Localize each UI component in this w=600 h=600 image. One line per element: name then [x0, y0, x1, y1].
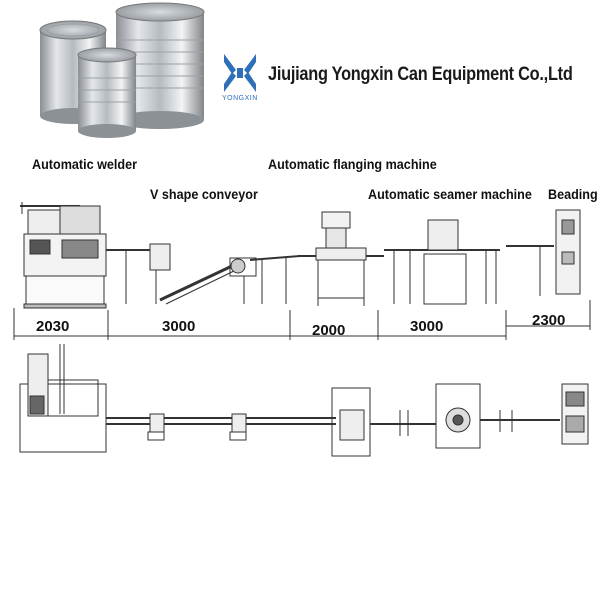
plan-view-drawing	[19, 344, 589, 457]
dimension-beading: 2300	[532, 312, 566, 329]
company-name: Jiujiang Yongxin Can Equipment Co.,Ltd	[268, 64, 573, 85]
side-elevation-drawing	[13, 202, 591, 340]
beading-plan	[561, 383, 589, 445]
label-beading: Beading	[548, 186, 598, 202]
welder-side	[20, 202, 107, 309]
dimension-flanging: 2000	[312, 322, 346, 339]
beading-side	[506, 209, 581, 296]
can-front	[77, 47, 137, 138]
conveyor-side	[106, 243, 301, 305]
dimension-seamer: 3000	[410, 318, 444, 335]
seamer-plan	[435, 383, 560, 449]
dimension-welder: 2030	[36, 318, 70, 335]
seamer-side	[384, 219, 500, 305]
label-automatic-welder: Automatic welder	[32, 156, 138, 172]
label-automatic-seamer-machine: Automatic seamer machine	[368, 186, 532, 202]
label-v-shape-conveyor: V shape conveyor	[150, 186, 258, 202]
flanging-side	[298, 211, 384, 306]
dimension-lines	[13, 300, 591, 340]
logo-text: YONGXIN	[222, 95, 258, 102]
company-logo	[222, 52, 258, 94]
welder-plan	[19, 344, 107, 453]
dimension-v-conveyor: 3000	[162, 318, 196, 335]
flanging-plan	[331, 387, 436, 457]
cans-photo	[39, 2, 205, 138]
conveyor-plan	[106, 413, 336, 441]
label-automatic-flanging-machine: Automatic flanging machine	[268, 156, 437, 172]
